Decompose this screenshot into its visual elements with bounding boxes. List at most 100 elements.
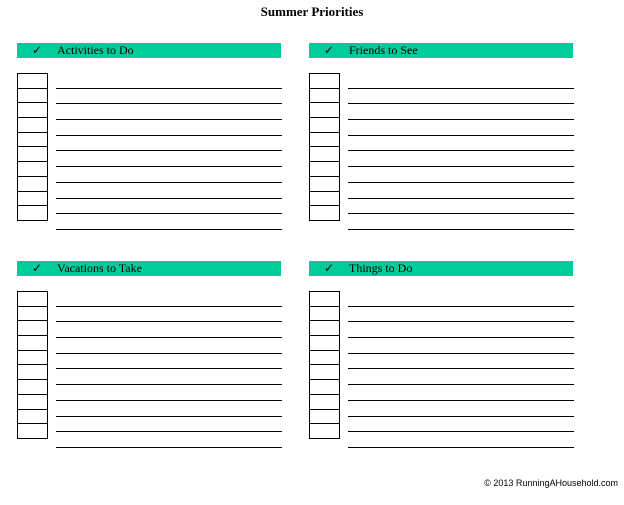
write-line[interactable] [56,385,282,401]
write-line[interactable] [348,167,574,183]
checkbox[interactable] [17,350,48,366]
write-line[interactable] [56,104,282,121]
write-line[interactable] [348,307,574,323]
checkbox[interactable] [309,191,340,207]
checkbox[interactable] [309,365,340,381]
checkbox-column [309,291,340,439]
checkbox[interactable] [17,292,48,307]
checkbox[interactable] [17,336,48,351]
write-line[interactable] [56,432,282,448]
write-line[interactable] [56,307,282,323]
checkbox[interactable] [309,350,340,366]
write-line[interactable] [56,401,282,417]
checkbox[interactable] [309,380,340,395]
checkbox[interactable] [309,321,340,337]
write-line[interactable] [348,291,574,307]
checkbox[interactable] [17,162,48,177]
checkbox[interactable] [309,88,340,104]
checkbox[interactable] [17,147,48,163]
write-line[interactable] [348,73,574,89]
write-line[interactable] [56,214,282,230]
check-icon: ✓ [323,43,335,57]
page-title: Summer Priorities [260,4,364,19]
write-line[interactable] [348,432,574,448]
lines-column [56,73,282,230]
write-line[interactable] [348,369,574,386]
checkbox[interactable] [309,206,340,221]
checkbox[interactable] [309,394,340,410]
write-line[interactable] [348,183,574,199]
lines-column [56,291,282,448]
checkbox[interactable] [309,103,340,119]
checkbox[interactable] [17,394,48,410]
write-line[interactable] [56,167,282,183]
write-line[interactable] [348,120,574,136]
checkbox[interactable] [17,191,48,207]
checkbox-column [17,73,48,221]
checkbox[interactable] [17,380,48,395]
write-line[interactable] [348,322,574,339]
checkbox[interactable] [309,424,340,439]
check-icon: ✓ [323,261,335,275]
checkbox[interactable] [17,206,48,221]
write-line[interactable] [56,183,282,199]
checkbox[interactable] [17,424,48,439]
checkbox[interactable] [17,88,48,104]
checkbox[interactable] [309,292,340,307]
write-line[interactable] [348,338,574,354]
section-title: Things to Do [349,261,413,275]
write-line[interactable] [56,354,282,370]
checkbox[interactable] [309,147,340,163]
section-friends: ✓ Friends to See [309,43,574,253]
write-line[interactable] [348,136,574,152]
write-line[interactable] [56,338,282,354]
checkbox[interactable] [17,176,48,192]
write-line[interactable] [348,401,574,417]
write-line[interactable] [56,199,282,215]
write-line[interactable] [348,385,574,401]
checkbox[interactable] [309,306,340,322]
section-vacations: ✓ Vacations to Take [17,261,282,471]
checkbox[interactable] [17,132,48,148]
checkbox[interactable] [17,409,48,425]
checkbox[interactable] [309,74,340,89]
section-title: Activities to Do [57,43,134,57]
checkbox[interactable] [17,74,48,89]
write-line[interactable] [56,120,282,136]
write-line[interactable] [56,322,282,339]
copyright-notice: © 2013 RunningAHousehold.com [484,478,618,488]
checkbox[interactable] [309,409,340,425]
write-line[interactable] [348,89,574,105]
checkbox[interactable] [309,336,340,351]
checkbox[interactable] [309,118,340,133]
write-line[interactable] [348,104,574,121]
lines-column [348,73,574,230]
checkbox[interactable] [17,321,48,337]
checkbox[interactable] [309,162,340,177]
section-header: ✓ Vacations to Take [17,261,281,276]
section-header: ✓ Activities to Do [17,43,281,58]
checkbox[interactable] [309,132,340,148]
write-line[interactable] [348,151,574,168]
write-line[interactable] [56,73,282,89]
write-line[interactable] [56,151,282,168]
write-line[interactable] [56,369,282,386]
write-line[interactable] [56,417,282,433]
write-line[interactable] [348,417,574,433]
write-line[interactable] [348,199,574,215]
checkbox[interactable] [17,365,48,381]
section-things: ✓ Things to Do [309,261,574,471]
checkbox-column [17,291,48,439]
checkbox[interactable] [17,103,48,119]
write-line[interactable] [56,89,282,105]
write-line[interactable] [56,136,282,152]
section-activities: ✓ Activities to Do [17,43,282,253]
checkbox[interactable] [17,118,48,133]
section-header: ✓ Friends to See [309,43,573,58]
checkbox[interactable] [309,176,340,192]
write-line[interactable] [56,291,282,307]
checkbox[interactable] [17,306,48,322]
write-line[interactable] [348,214,574,230]
write-line[interactable] [348,354,574,370]
section-title: Friends to See [349,43,418,57]
